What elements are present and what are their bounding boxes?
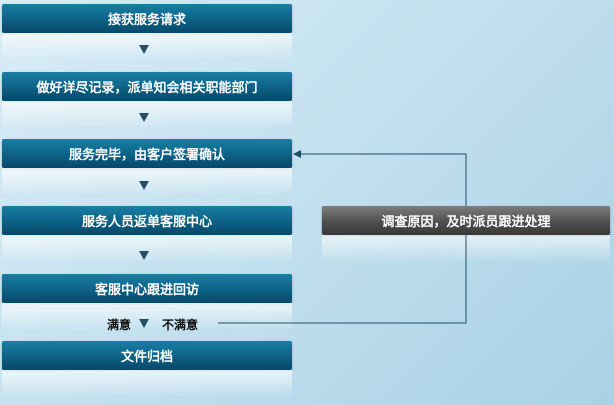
satisfied-label: 满意 (107, 318, 132, 332)
step-label: 服务完毕，由客户签署确认 (68, 148, 225, 163)
step-label: 客服中心跟进回访 (94, 283, 199, 298)
unsatisfied-label: 不满意 (162, 318, 199, 332)
unsatisfied-connector (218, 235, 467, 324)
down-arrow-icon (139, 113, 149, 122)
step-label: 文件归档 (120, 350, 173, 365)
step-label: 做好详尽记录，派单知会相关职能部门 (36, 81, 258, 96)
side-step-label: 调查原因，及时派员跟进处理 (381, 215, 551, 230)
step-investigate: 调查原因，及时派员跟进处理 (322, 206, 610, 235)
step-follow-up: 客服中心跟进回访 (2, 274, 292, 303)
down-arrow-icon (139, 181, 149, 190)
step-label: 接获服务请求 (107, 13, 186, 28)
down-arrow-icon (139, 319, 149, 328)
down-arrow-icon (139, 251, 149, 260)
feedback-connector (297, 153, 467, 206)
step-return-ticket: 服务人员返单客服中心 (2, 206, 292, 235)
step-service-complete: 服务完毕，由客户签署确认 (2, 139, 292, 168)
step-reflection (2, 370, 292, 396)
left-arrow-icon (293, 150, 301, 158)
step-archive: 文件归档 (2, 341, 292, 370)
down-arrow-icon (139, 45, 149, 54)
step-receive-request: 接获服务请求 (2, 4, 292, 33)
step-label: 服务人员返单客服中心 (81, 215, 212, 230)
step-record-dispatch: 做好详尽记录，派单知会相关职能部门 (2, 72, 292, 101)
